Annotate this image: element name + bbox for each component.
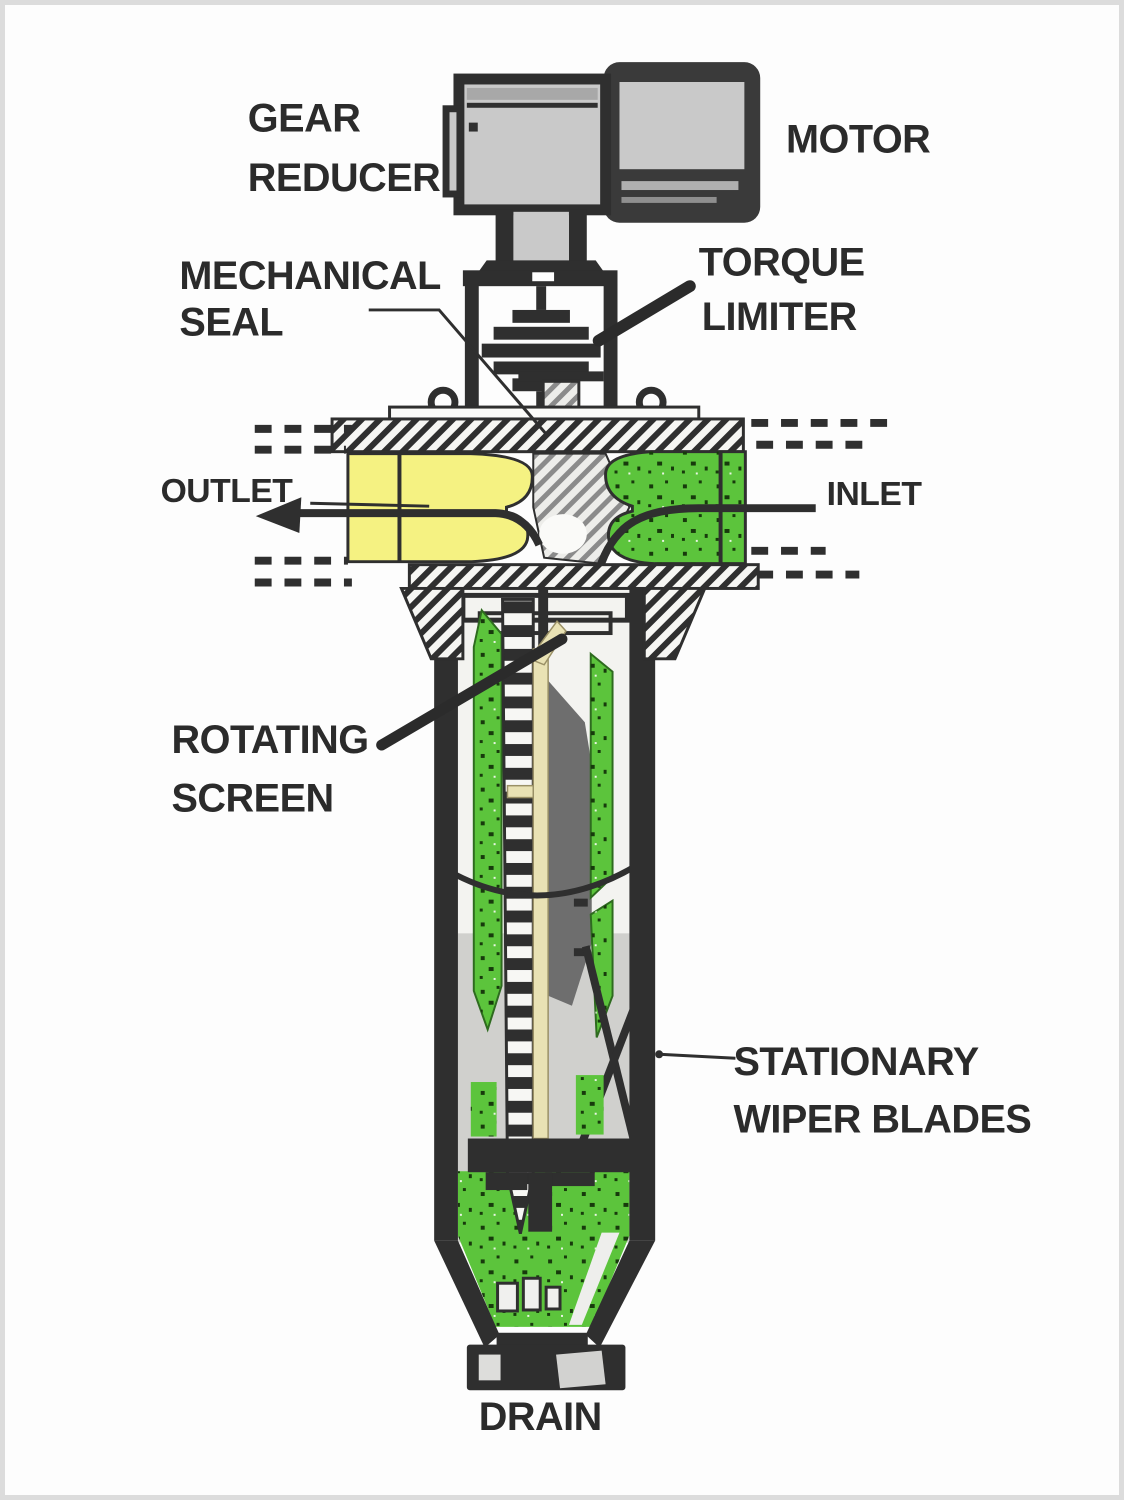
- motor-assembly: [603, 62, 761, 223]
- label-mechanical-seal-line2: SEAL: [179, 301, 283, 345]
- vessel-wall-left: [434, 576, 458, 1241]
- label-torque-limiter-line2: LIMITER: [702, 295, 857, 339]
- rotating-screen-leader: [376, 633, 568, 751]
- limiter-disc: [493, 326, 589, 340]
- screen-core-slab: [548, 680, 592, 1006]
- outlet-channel: [346, 452, 534, 564]
- drain-flange-inset: [478, 1354, 501, 1381]
- leader-lines: [368, 280, 736, 1060]
- labels: GEAR REDUCER MOTOR MECHANICAL SEAL TORQU…: [161, 97, 1032, 1439]
- seal-t-bar: [518, 371, 604, 382]
- center-shaft-top: [538, 588, 549, 648]
- strainer-cutaway-diagram: GEAR REDUCER MOTOR MECHANICAL SEAL TORQU…: [161, 62, 1032, 1439]
- bearing-stub: [528, 1172, 553, 1232]
- lower-flange-band: [407, 563, 760, 590]
- limiter-disc: [481, 343, 601, 358]
- outlet-arrowhead: [255, 497, 302, 533]
- inlet-flow-arrow: [591, 504, 816, 586]
- wiper-blades-leader-dot: [655, 1050, 664, 1059]
- debris-strip-left-speckle: [473, 610, 502, 1030]
- gusset-left: [399, 586, 465, 661]
- label-inlet: INLET: [827, 476, 923, 513]
- wiper-blades-leader: [659, 1052, 736, 1060]
- motor-vent-streak: [621, 196, 717, 203]
- gear-reducer-seam: [466, 102, 598, 108]
- rotation-arc: [454, 862, 639, 899]
- housing-wall-left: [464, 284, 479, 419]
- bearing-block: [485, 1172, 528, 1191]
- bottom-bearing: [467, 1138, 633, 1232]
- inlet-flow-line: [591, 504, 816, 586]
- neck-fill: [513, 211, 569, 267]
- slab-bolt: [573, 898, 588, 907]
- gear-reducer-assembly: [442, 73, 612, 216]
- debris-strip-right-upper-speckle: [590, 653, 613, 898]
- outlet-flow-arrow: [255, 497, 543, 547]
- cone-wall-left: [434, 1240, 500, 1348]
- mechanical-seal-leader: [368, 308, 547, 434]
- label-rotating-screen-line1: ROTATING: [172, 718, 369, 762]
- outlet-flow-line: [298, 509, 543, 547]
- neck-wall-left: [495, 209, 514, 272]
- label-stationary-wiper-blades-line2: WIPER BLADES: [733, 1098, 1031, 1142]
- shaft-upper: [536, 286, 547, 310]
- limiter-disc: [493, 361, 589, 375]
- flange-top-plate: [388, 405, 701, 421]
- label-torque-limiter-line1: TORQUE: [699, 240, 865, 284]
- vessel-top-flange: [399, 563, 760, 661]
- drain-assembly: [466, 1332, 626, 1391]
- slab-bolt: [573, 948, 588, 957]
- hub-bearing-circle: [539, 514, 587, 554]
- label-mechanical-seal-line1: MECHANICAL: [179, 254, 440, 298]
- gear-reducer-bolt: [468, 122, 478, 132]
- pipe-dashed-lines: [254, 418, 896, 587]
- drain-flange-inset: [556, 1350, 606, 1389]
- housing-top-notch: [532, 272, 555, 282]
- label-stationary-wiper-blades-line1: STATIONARY: [733, 1040, 978, 1084]
- neck-wall-right: [568, 209, 587, 272]
- label-rotating-screen-line2: SCREEN: [172, 776, 334, 820]
- wiper-support-bar: [581, 945, 642, 1156]
- bearing-block: [545, 1172, 595, 1187]
- gear-reducer-top-strip: [466, 87, 598, 100]
- drain-fitting-block: [496, 1281, 519, 1313]
- vessel-body: [434, 576, 656, 1348]
- gusset-right: [642, 586, 707, 661]
- label-gear-reducer-line1: GEAR: [248, 97, 361, 141]
- debris-patch-right-speckle: [575, 1075, 604, 1135]
- cone-white-sliver: [568, 1232, 620, 1325]
- seal-housing: [462, 270, 618, 421]
- motor-panel: [619, 81, 745, 170]
- torque-limiter-leader: [592, 280, 696, 347]
- label-gear-reducer-line2: REDUCER: [248, 156, 440, 200]
- label-outlet: OUTLET: [161, 473, 294, 510]
- label-drain: DRAIN: [479, 1395, 602, 1439]
- motor-vent-streak: [621, 181, 739, 191]
- limiter-disc: [512, 309, 570, 323]
- shaft-cross-tab: [506, 784, 535, 799]
- bearing-bar: [467, 1138, 633, 1173]
- gear-reducer-side-tab: [442, 105, 464, 198]
- outlet-leader-line: [310, 501, 430, 508]
- drain-fitting-block: [521, 1276, 542, 1312]
- rotating-screen-ladder: [501, 597, 535, 1234]
- drive-neck: [476, 209, 606, 275]
- debris-patch-left-speckle: [470, 1082, 497, 1137]
- housing-wall-right: [603, 284, 618, 419]
- label-motor: MOTOR: [786, 117, 930, 161]
- drain-fitting-block: [544, 1285, 562, 1311]
- gear-reducer-body: [453, 73, 612, 216]
- vessel-wall-right: [629, 576, 656, 1241]
- cone-wall-right: [585, 1240, 656, 1348]
